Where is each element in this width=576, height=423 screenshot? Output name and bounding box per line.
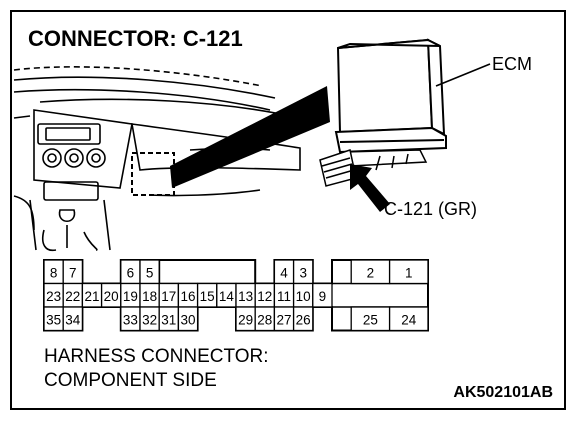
ecm-connector-harness bbox=[319, 149, 428, 187]
pin-cell bbox=[62, 306, 84, 332]
pin-label: 20 bbox=[104, 289, 119, 304]
pin-label: 35 bbox=[46, 313, 61, 328]
pin-label: 33 bbox=[123, 313, 138, 328]
pin-label: 19 bbox=[123, 289, 138, 304]
ecm-leader-line bbox=[435, 63, 491, 87]
pin-label: 16 bbox=[180, 289, 195, 304]
pin-label: 6 bbox=[127, 266, 135, 281]
pin-label: 28 bbox=[257, 313, 272, 328]
pin-label: 22 bbox=[65, 289, 80, 304]
pin-label: 21 bbox=[84, 289, 99, 304]
pin-label: 18 bbox=[142, 289, 157, 304]
pin-label: 15 bbox=[200, 289, 215, 304]
dashboard-illustration bbox=[13, 66, 301, 252]
title: CONNECTOR: C-121 bbox=[28, 26, 243, 51]
pin-label: 5 bbox=[146, 266, 154, 281]
pin-label: 25 bbox=[363, 313, 378, 328]
pin-label: 17 bbox=[161, 289, 176, 304]
outer-border bbox=[10, 10, 566, 410]
pin-label: 8 bbox=[50, 266, 58, 281]
pin-cell bbox=[388, 259, 429, 285]
caption-line-1: HARNESS CONNECTOR: bbox=[44, 346, 269, 367]
pin-label: 3 bbox=[299, 266, 307, 281]
pin-label: 11 bbox=[277, 289, 291, 304]
pin-label: 30 bbox=[180, 313, 195, 328]
pin-cell bbox=[292, 306, 314, 332]
caption-line-2: COMPONENT SIDE bbox=[44, 370, 217, 391]
pin-label: 10 bbox=[296, 289, 311, 304]
connector-arrow bbox=[350, 164, 390, 212]
pin-label: 9 bbox=[319, 289, 327, 304]
pin-cell bbox=[312, 282, 333, 308]
pin-label: 31 bbox=[161, 313, 176, 328]
figure-code: AK502101AB bbox=[453, 384, 553, 401]
pin-label: 27 bbox=[276, 313, 291, 328]
pin-label: 24 bbox=[401, 313, 417, 328]
connector-label: C-121 (GR) bbox=[384, 199, 477, 219]
pin-label: 23 bbox=[46, 289, 61, 304]
ecm-unit bbox=[334, 38, 447, 154]
pin-label: 2 bbox=[367, 266, 375, 281]
pin-label: 7 bbox=[69, 266, 77, 281]
pin-label: 12 bbox=[257, 289, 272, 304]
callout-wedge bbox=[170, 86, 330, 188]
pin-label: 29 bbox=[238, 313, 253, 328]
pin-cell bbox=[388, 306, 429, 332]
pin-label: 13 bbox=[238, 289, 253, 304]
pin-label: 32 bbox=[142, 313, 157, 328]
ecm-label: ECM bbox=[492, 54, 532, 74]
pin-label: 1 bbox=[405, 266, 413, 281]
pin-label: 14 bbox=[219, 289, 235, 304]
pin-label: 4 bbox=[280, 266, 288, 281]
pin-cell bbox=[177, 306, 199, 332]
pin-label: 26 bbox=[296, 313, 311, 328]
pin-label: 34 bbox=[65, 313, 81, 328]
